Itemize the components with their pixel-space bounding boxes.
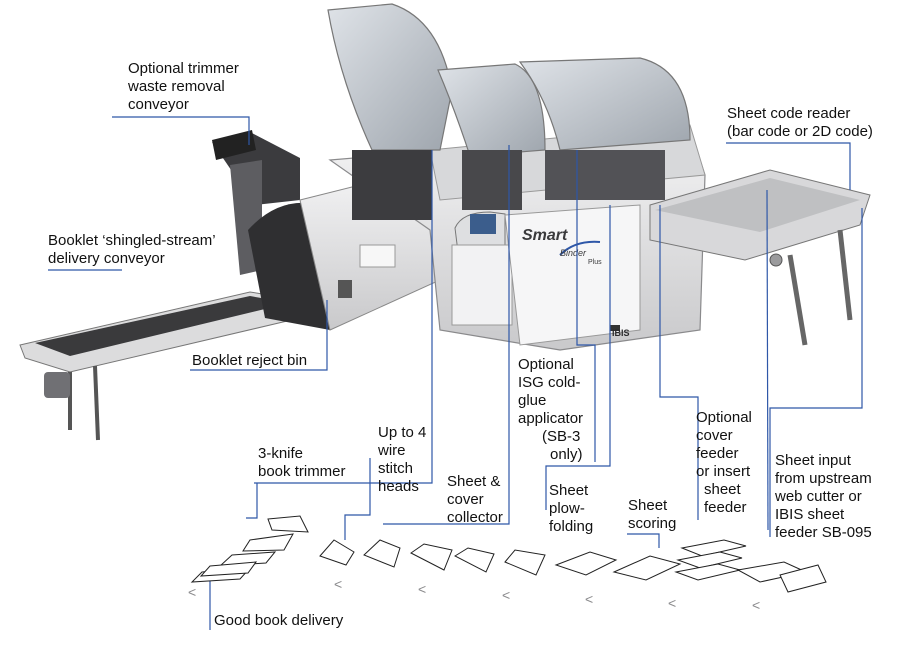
label-cold-glue: Optional ISG cold- glue applicator (SB-3…: [518, 356, 584, 463]
flow-arrow: <: [334, 576, 343, 592]
label-cover-feeder: Optional cover feeder or insert sheet fe…: [696, 409, 752, 516]
leader-lines: [48, 116, 863, 630]
svg-text:Binder: Binder: [560, 248, 587, 258]
label-three-knife: 3-knife book trimmer: [258, 445, 346, 480]
flow-arrow: <: [418, 581, 427, 597]
svg-text:IBIS: IBIS: [612, 328, 630, 338]
product-flow-icons: [190, 515, 827, 593]
sheet-infeed-frame: [649, 169, 871, 346]
flow-arrow: <: [752, 597, 761, 613]
svg-text:Plus: Plus: [588, 259, 602, 266]
flow-arrow: <: [188, 584, 197, 600]
binder-body: [327, 3, 706, 351]
label-sheet-collector: Sheet & cover collector: [447, 473, 503, 526]
label-sheet-input: Sheet input from upstream web cutter or …: [775, 452, 872, 541]
brand-logo: Smart Binder Plus IBIS: [522, 227, 630, 338]
label-plow-folding: Sheet plow- folding: [549, 482, 594, 535]
label-reject-bin: Booklet reject bin: [192, 352, 308, 369]
label-sheet-code-reader: Sheet code reader (bar code or 2D code): [727, 105, 873, 140]
svg-text:Smart: Smart: [522, 227, 568, 244]
flow-arrow: <: [585, 591, 594, 607]
label-scoring: Sheet scoring: [628, 497, 677, 532]
label-waste-conveyor: Optional trimmer waste removal conveyor: [128, 60, 239, 113]
label-good-book: Good book delivery: [214, 612, 344, 629]
shingled-stream-conveyor: [19, 291, 301, 441]
flow-arrow: <: [668, 595, 677, 611]
flow-arrow: <: [502, 587, 511, 603]
label-shingled-stream: Booklet ‘shingled-stream’ delivery conve…: [48, 232, 216, 267]
label-stitch-heads: Up to 4 wire stitch heads: [378, 424, 427, 495]
